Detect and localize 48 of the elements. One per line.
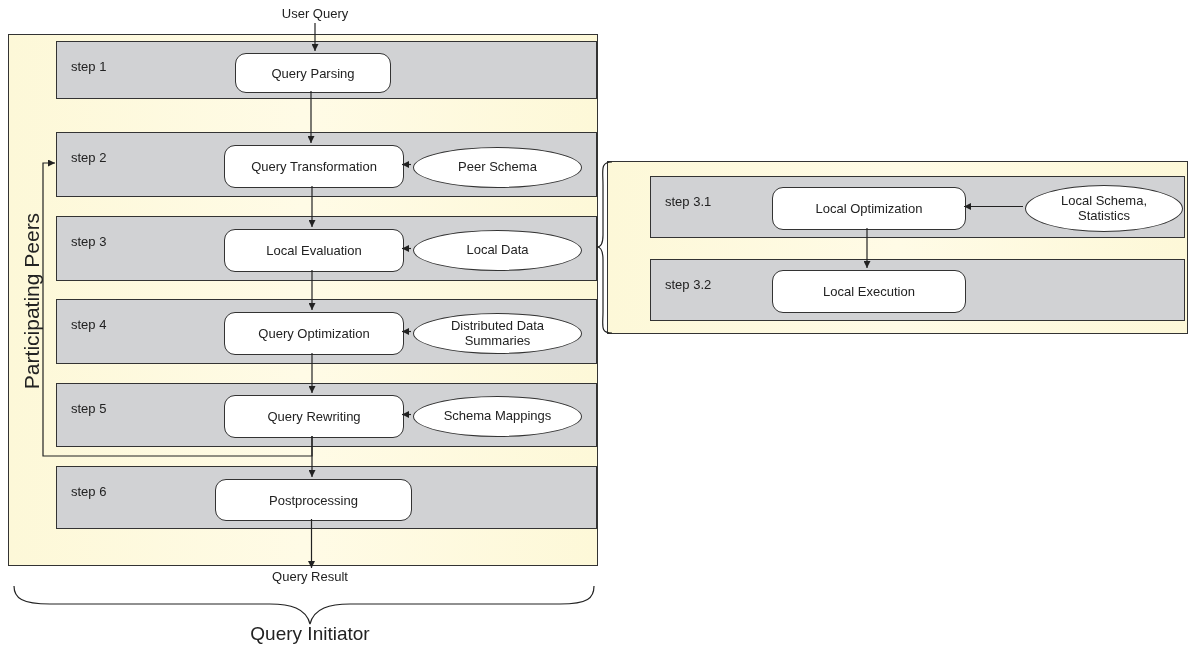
step-band — [56, 41, 597, 99]
arrow — [863, 227, 871, 269]
arrow — [401, 328, 412, 335]
arrow — [963, 203, 1024, 210]
data-source-ellipse: Local Schema, Statistics — [1025, 185, 1183, 232]
arrow — [401, 245, 412, 252]
step-label: step 5 — [71, 401, 107, 416]
arrow — [307, 90, 315, 144]
arrow — [308, 269, 316, 311]
step-band — [56, 299, 597, 364]
step-label: step 3.1 — [665, 194, 712, 209]
arrow — [308, 185, 316, 228]
step-label: step 2 — [71, 150, 107, 165]
process-box: Query Optimization — [224, 312, 404, 355]
step-label: step 3 — [71, 234, 107, 249]
process-box: Postprocessing — [215, 479, 412, 521]
step-band — [56, 132, 597, 197]
step-label: step 3.2 — [665, 277, 712, 292]
process-box: Local Optimization — [772, 187, 966, 230]
data-source-ellipse: Schema Mappings — [413, 396, 582, 437]
step-band — [650, 176, 1185, 238]
process-box: Local Evaluation — [224, 229, 404, 272]
data-source-ellipse: Distributed Data Summaries — [413, 313, 582, 354]
arrow — [308, 352, 316, 394]
panel-title: Participating Peers — [20, 212, 45, 390]
data-source-ellipse: Local Data — [413, 230, 582, 271]
arrow — [308, 518, 315, 569]
data-source-ellipse: Peer Schema — [413, 147, 582, 188]
peers-panel — [8, 34, 598, 566]
process-box: Query Parsing — [235, 53, 391, 93]
arrow — [401, 161, 412, 168]
step-label: step 6 — [71, 484, 107, 499]
process-box: Query Rewriting — [224, 395, 404, 438]
arrow — [42, 159, 313, 457]
step-band — [56, 466, 597, 529]
step-label: step 1 — [71, 59, 107, 74]
step-band — [650, 259, 1185, 321]
process-box: Local Execution — [772, 270, 966, 313]
group-label: Query Initiator — [249, 622, 371, 646]
detail-panel — [607, 161, 1188, 334]
io-label: Query Result — [260, 568, 360, 584]
step-band — [56, 383, 597, 447]
step-band — [56, 216, 597, 281]
process-box: Query Transformation — [224, 145, 404, 188]
arrow — [311, 22, 319, 52]
arrow — [401, 411, 412, 418]
step-label: step 4 — [71, 317, 107, 332]
io-label: User Query — [265, 3, 365, 23]
